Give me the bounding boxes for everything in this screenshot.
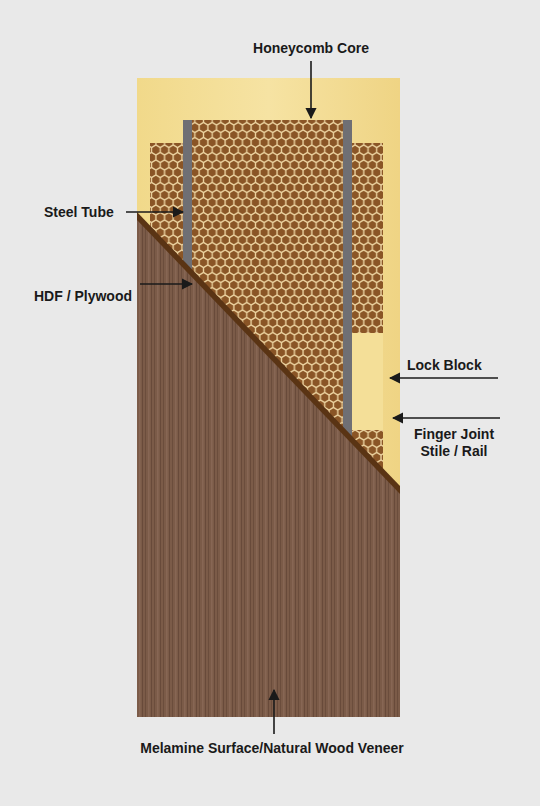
door-frame <box>137 78 400 717</box>
part-label: Honeycomb Core <box>211 40 411 57</box>
leader-line <box>393 417 500 419</box>
part-label: Finger Joint Stile / Rail <box>402 426 506 460</box>
leader-line <box>273 690 275 734</box>
lock-block <box>352 333 383 430</box>
part-label: Steel Tube <box>44 204 124 221</box>
leader-lines <box>126 61 500 734</box>
leader-line <box>126 211 183 213</box>
part-label: HDF / Plywood <box>34 288 136 305</box>
part-label: Melamine Surface/Natural Wood Veneer <box>102 740 442 757</box>
leader-line <box>310 61 312 118</box>
veneer-surface <box>137 220 400 717</box>
leader-line <box>140 283 192 285</box>
part-label: Lock Block <box>407 357 507 374</box>
leader-line <box>390 377 498 379</box>
